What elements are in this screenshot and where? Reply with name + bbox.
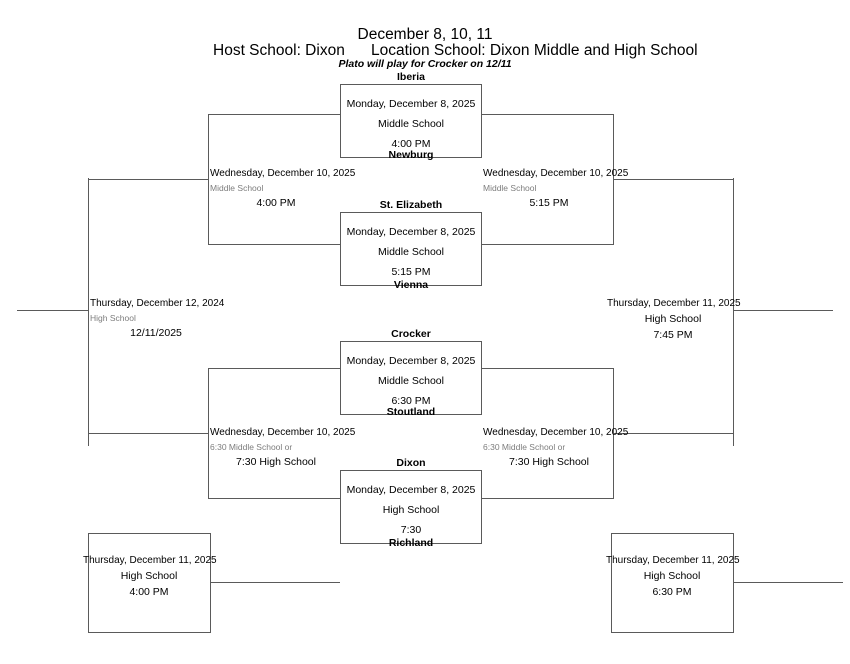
bracket-line-cons-l-right bbox=[210, 533, 211, 633]
semi-upper-right-time: 5:15 PM bbox=[529, 197, 569, 209]
bracket-connector-final-right bbox=[733, 310, 833, 311]
game-4-box[interactable]: Monday, December 8, 2025 High School 7:3… bbox=[340, 470, 482, 544]
bracket-connector-cons-r bbox=[733, 582, 843, 583]
semi-upper-left-venue: Middle School bbox=[210, 183, 264, 193]
game-1-bottom-team: Newburg bbox=[388, 149, 434, 161]
bracket-line-semi-ll-bottom bbox=[208, 498, 340, 499]
consolation-right-time: 6:30 PM bbox=[652, 586, 692, 598]
semi-upper-right-info: Wednesday, December 10, 2025 Middle Scho… bbox=[483, 166, 629, 211]
bracket-connector-final-left bbox=[17, 310, 88, 311]
game-2-venue: Middle School bbox=[378, 246, 444, 258]
consolation-right-date: Thursday, December 11, 2025 bbox=[606, 555, 740, 566]
game-3-time: 6:30 PM bbox=[391, 395, 431, 407]
semi-upper-right-venue: Middle School bbox=[483, 183, 537, 193]
semi-lower-right-info: Wednesday, December 10, 2025 6:30 Middle… bbox=[483, 425, 629, 470]
game-2-time: 5:15 PM bbox=[391, 266, 431, 278]
bracket-line-semi-lr-bottom bbox=[482, 498, 614, 499]
game-1-venue: Middle School bbox=[378, 118, 444, 130]
game-4-date: Monday, December 8, 2025 bbox=[346, 484, 476, 496]
semi-upper-left-info: Wednesday, December 10, 2025 Middle Scho… bbox=[210, 166, 356, 211]
bracket-line-cons-r-top bbox=[611, 533, 733, 534]
bracket-line-semi-ur-bottom bbox=[482, 244, 614, 245]
bracket-line-semi-lr-top bbox=[482, 368, 614, 369]
header-host-school: Host School: Dixon bbox=[213, 42, 345, 59]
bracket-line-cons-l-bottom bbox=[88, 632, 210, 633]
game-2-box[interactable]: Monday, December 8, 2025 Middle School 5… bbox=[340, 212, 482, 286]
semi-upper-left-time: 4:00 PM bbox=[256, 197, 296, 209]
bracket-line-cons-l-top bbox=[88, 533, 210, 534]
bracket-line-semi-ur-top bbox=[482, 114, 614, 115]
game-2-date: Monday, December 8, 2025 bbox=[346, 226, 476, 238]
bracket-line-semi-ll-top bbox=[208, 368, 340, 369]
bracket-line-cons-l-left bbox=[88, 533, 89, 633]
bracket-line-final-right-spine bbox=[733, 178, 734, 446]
game-1-box[interactable]: Monday, December 8, 2025 Middle School 4… bbox=[340, 84, 482, 158]
consolation-left-venue: High School bbox=[120, 570, 178, 582]
final-left-time: 12/11/2025 bbox=[130, 327, 182, 339]
game-1-time: 4:00 PM bbox=[391, 138, 431, 150]
game-2-top-team: St. Elizabeth bbox=[379, 199, 443, 211]
bracket-line-cons-r-left bbox=[611, 533, 612, 633]
final-right-time: 7:45 PM bbox=[653, 329, 693, 341]
semi-upper-left-date: Wednesday, December 10, 2025 bbox=[210, 168, 356, 179]
bracket-line-final-left-spine bbox=[88, 178, 89, 446]
bracket-line-cons-r-right bbox=[733, 533, 734, 633]
semi-lower-left-date: Wednesday, December 10, 2025 bbox=[210, 427, 356, 438]
bracket-connector-semi-ur bbox=[613, 179, 733, 180]
header-note: Plato will play for Crocker on 12/11 bbox=[338, 58, 512, 70]
final-right-venue: High School bbox=[644, 313, 702, 325]
final-right-date: Thursday, December 11, 2025 bbox=[607, 298, 741, 309]
semi-lower-right-time: 7:30 High School bbox=[509, 456, 589, 468]
game-2-bottom-team: Vienna bbox=[393, 279, 429, 291]
game-4-time: 7:30 bbox=[400, 524, 422, 536]
consolation-left-info: Thursday, December 11, 2025 High School … bbox=[83, 553, 217, 600]
game-1-top-team: Iberia bbox=[396, 71, 425, 83]
header-location-school: Location School: Dixon Middle and High S… bbox=[371, 42, 698, 59]
game-4-bottom-team: Richland bbox=[388, 537, 434, 549]
game-3-venue: Middle School bbox=[378, 375, 444, 387]
bracket-line-semi-ll-left bbox=[208, 368, 209, 499]
bracket-connector-semi-lr bbox=[613, 433, 733, 434]
consolation-left-date: Thursday, December 11, 2025 bbox=[83, 555, 217, 566]
final-left-date: Thursday, December 12, 2024 bbox=[90, 298, 225, 309]
semi-lower-left-time: 7:30 High School bbox=[236, 456, 316, 468]
semi-lower-left-venue: 6:30 Middle School or bbox=[210, 442, 293, 452]
semi-upper-right-date: Wednesday, December 10, 2025 bbox=[483, 168, 629, 179]
header-dates: December 8, 10, 11 bbox=[357, 26, 493, 43]
consolation-right-venue: High School bbox=[643, 570, 701, 582]
final-right-info: Thursday, December 11, 2025 High School … bbox=[607, 296, 741, 343]
consolation-right-info: Thursday, December 11, 2025 High School … bbox=[606, 553, 740, 600]
game-3-bottom-team: Stoutland bbox=[386, 406, 436, 418]
semi-lower-right-venue: 6:30 Middle School or bbox=[483, 442, 566, 452]
game-3-date: Monday, December 8, 2025 bbox=[346, 355, 476, 367]
bracket-line-semi-ul-top bbox=[208, 114, 340, 115]
game-3-box[interactable]: Monday, December 8, 2025 Middle School 6… bbox=[340, 341, 482, 415]
game-1-date: Monday, December 8, 2025 bbox=[346, 98, 476, 110]
consolation-left-time: 4:00 PM bbox=[129, 586, 169, 598]
game-4-venue: High School bbox=[382, 504, 440, 516]
final-left-info: Thursday, December 12, 2024 High School … bbox=[90, 296, 225, 341]
game-4-top-team: Dixon bbox=[396, 457, 426, 469]
bracket-connector-semi-ul bbox=[88, 179, 208, 180]
final-left-venue: High School bbox=[90, 313, 136, 323]
semi-lower-right-date: Wednesday, December 10, 2025 bbox=[483, 427, 629, 438]
bracket-line-cons-r-bottom bbox=[611, 632, 733, 633]
semi-lower-left-info: Wednesday, December 10, 2025 6:30 Middle… bbox=[210, 425, 356, 470]
bracket-line-semi-ul-left bbox=[208, 114, 209, 245]
game-3-top-team: Crocker bbox=[391, 328, 431, 340]
bracket-connector-semi-ll bbox=[88, 433, 208, 434]
bracket-line-semi-ul-bottom bbox=[208, 244, 340, 245]
bracket-connector-cons-l bbox=[210, 582, 340, 583]
